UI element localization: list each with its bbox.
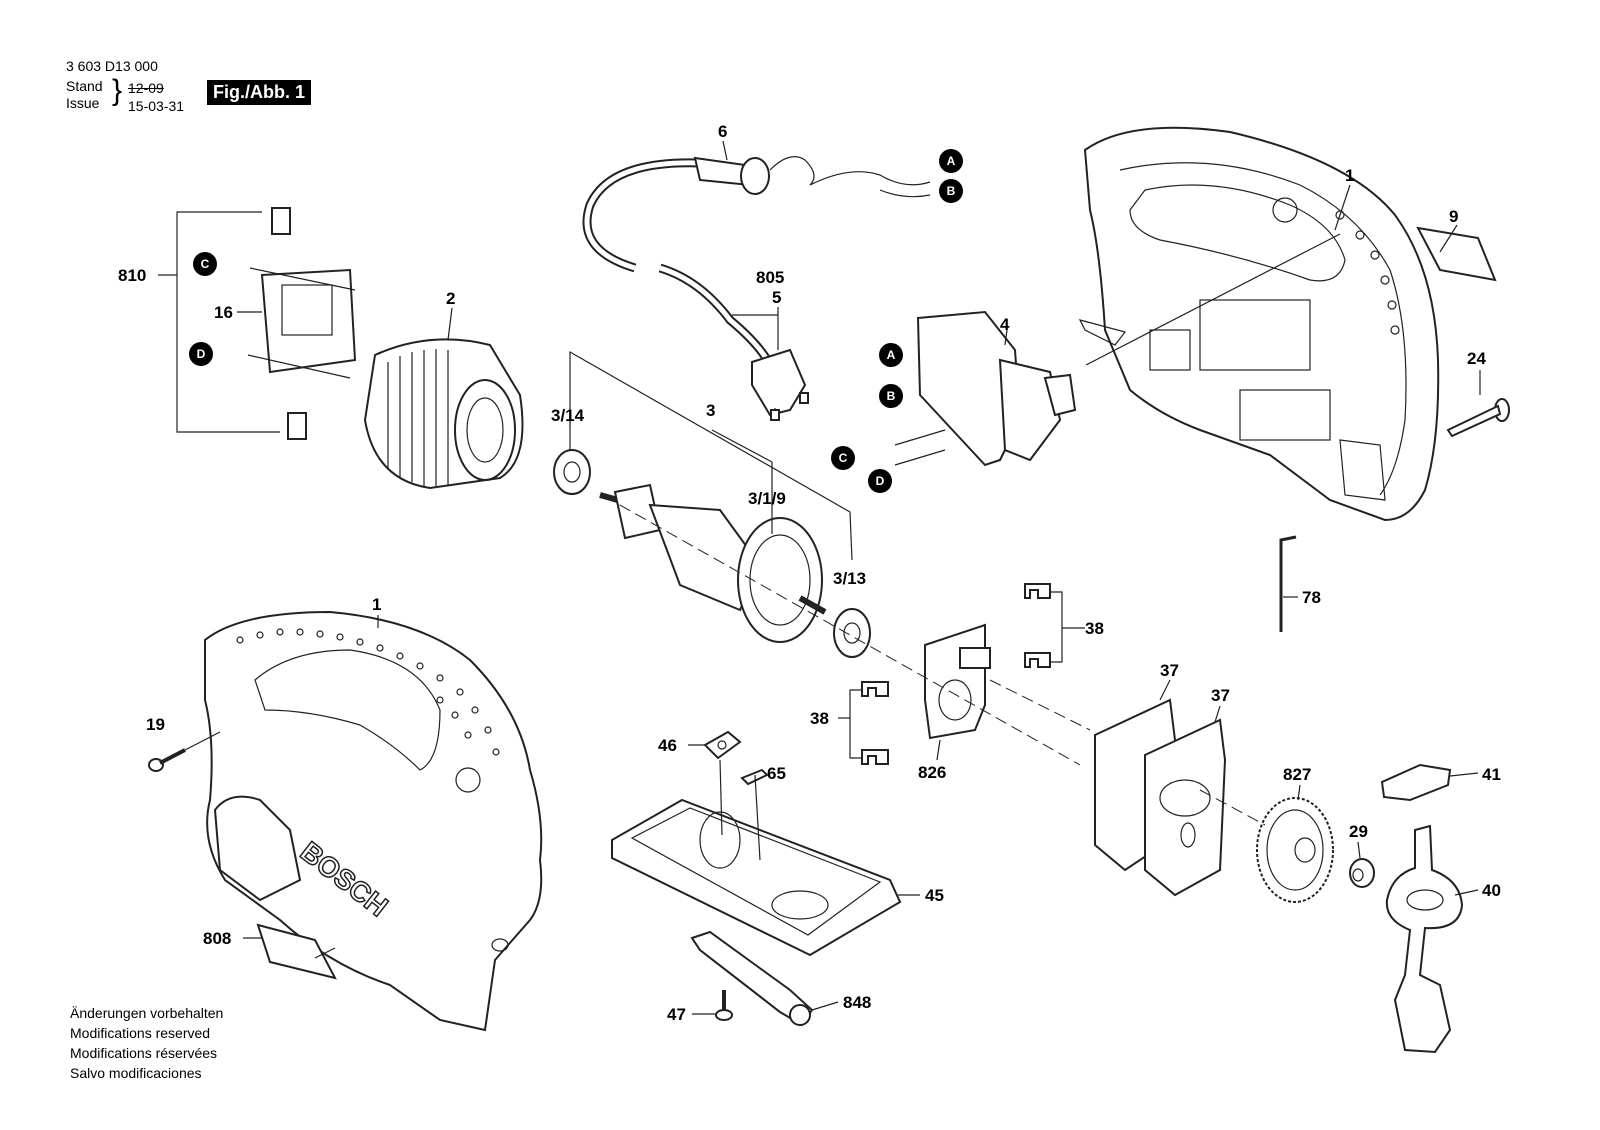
issue-label: Issue xyxy=(66,95,100,111)
lever-41 xyxy=(1380,763,1452,802)
switch xyxy=(894,310,1077,467)
label-38a: 38 xyxy=(1085,619,1104,638)
note-de: Änderungen vorbehalten xyxy=(70,1005,224,1021)
label-848: 848 xyxy=(843,993,871,1012)
label-45: 45 xyxy=(925,886,944,905)
label-24: 24 xyxy=(1467,349,1486,368)
bearing-plate-826 xyxy=(924,623,991,740)
base-plate-45 xyxy=(611,798,902,957)
part-number: 3 603 D13 000 xyxy=(66,58,158,74)
connector-b1: B xyxy=(939,179,963,203)
svg-text:A: A xyxy=(887,348,896,362)
label-47: 47 xyxy=(667,1005,686,1024)
stand-label: Stand xyxy=(66,78,103,94)
label-38b: 38 xyxy=(810,709,829,728)
part-labels: 1 1 2 3 3/14 3/1/9 3/13 4 5 805 6 9 16 1… xyxy=(118,122,1501,1024)
housing-dots xyxy=(236,628,500,756)
connector-a2: A xyxy=(879,343,903,367)
housing-half-left: BOSCH xyxy=(204,610,543,1032)
label-29: 29 xyxy=(1349,822,1368,841)
armature xyxy=(553,350,871,658)
label-826: 826 xyxy=(918,763,946,782)
svg-text:C: C xyxy=(201,257,210,271)
label-4: 4 xyxy=(1000,315,1010,334)
label-3-14: 3/14 xyxy=(551,406,585,425)
label-808: 808 xyxy=(203,929,231,948)
note-es: Salvo modificaciones xyxy=(70,1065,202,1081)
screw-47 xyxy=(715,990,733,1021)
blade-clamp-40 xyxy=(1385,824,1464,1054)
label-827: 827 xyxy=(1283,765,1311,784)
disclaimer-notes: Änderungen vorbehalten Modifications res… xyxy=(70,1003,223,1083)
label-40: 40 xyxy=(1482,881,1501,900)
label-3-1-9: 3/1/9 xyxy=(748,489,786,508)
svg-text:B: B xyxy=(947,184,956,198)
label-3-13: 3/13 xyxy=(833,569,866,588)
connector-c2: C xyxy=(831,446,855,470)
label-6: 6 xyxy=(718,122,727,141)
label-plate xyxy=(1416,226,1497,282)
power-plug xyxy=(751,348,809,421)
label-810: 810 xyxy=(118,266,146,285)
note-fr: Modifications réservées xyxy=(70,1045,218,1061)
label-19: 19 xyxy=(146,715,165,734)
label-16: 16 xyxy=(214,303,233,322)
svg-text:D: D xyxy=(876,474,885,488)
label-2: 2 xyxy=(446,289,455,308)
power-cable xyxy=(582,156,931,368)
label-65: 65 xyxy=(767,764,786,783)
note-en: Modifications reserved xyxy=(70,1025,211,1041)
connector-d1: D xyxy=(189,342,213,366)
clips-38 xyxy=(861,583,1051,765)
brace: } xyxy=(112,74,123,107)
label-37a: 37 xyxy=(1160,661,1179,680)
label-46: 46 xyxy=(658,736,677,755)
label-1b: 1 xyxy=(372,595,381,614)
connector-c1: C xyxy=(193,252,217,276)
lever-848 xyxy=(690,930,814,1027)
spring-65 xyxy=(740,768,769,786)
connector-a1: A xyxy=(939,149,963,173)
label-1a: 1 xyxy=(1345,166,1354,185)
svg-text:B: B xyxy=(887,389,896,403)
figure-label: Fig./Abb. 1 xyxy=(207,80,311,105)
connector-d2: D xyxy=(868,469,892,493)
bushing-29 xyxy=(1349,858,1375,888)
stand-date: 12-09 xyxy=(128,80,164,96)
label-78: 78 xyxy=(1302,588,1321,607)
label-808 xyxy=(256,923,337,980)
label-9: 9 xyxy=(1449,207,1458,226)
screw-24 xyxy=(1446,398,1510,438)
brush-holder xyxy=(247,207,357,440)
label-37b: 37 xyxy=(1211,686,1230,705)
svg-text:C: C xyxy=(839,451,848,465)
screw-19 xyxy=(148,731,221,772)
label-5: 5 xyxy=(772,288,781,307)
housing-half-right xyxy=(1078,126,1440,522)
issue-date: 15-03-31 xyxy=(128,98,185,114)
label-41: 41 xyxy=(1482,765,1501,784)
gear-827 xyxy=(1256,797,1334,903)
connector-b2: B xyxy=(879,384,903,408)
label-805: 805 xyxy=(756,268,784,287)
leader-lines xyxy=(158,140,1481,1015)
svg-text:D: D xyxy=(197,347,206,361)
label-3: 3 xyxy=(706,401,715,420)
svg-text:A: A xyxy=(947,154,956,168)
guide-plates-37 xyxy=(1094,698,1227,897)
hex-key xyxy=(1279,535,1297,632)
stator xyxy=(363,338,524,490)
pad-46 xyxy=(703,730,742,760)
